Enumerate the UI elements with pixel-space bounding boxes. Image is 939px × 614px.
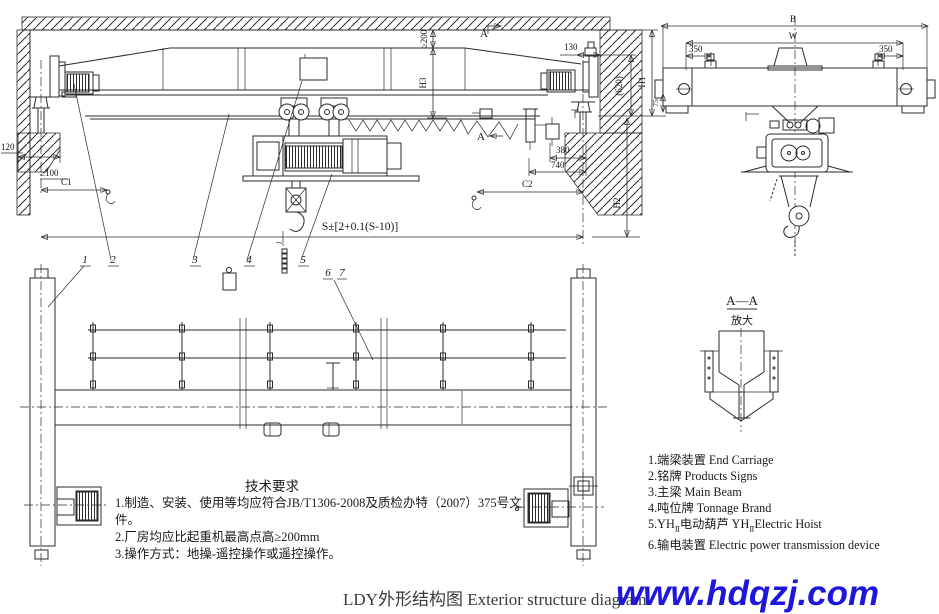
plan-railings xyxy=(88,322,566,390)
dim-ge200-label: ≥200 xyxy=(419,29,429,48)
plan-main-beam xyxy=(20,318,608,429)
pendant-chain-icon xyxy=(275,242,288,274)
parts-list-item-5-subscript-2: Ⅱ xyxy=(749,524,755,534)
end-view: B W 350 350 xyxy=(654,14,936,256)
item-number-6: 6 xyxy=(325,267,331,279)
parts-list-item-5: 5.YHⅡ电动葫芦 YHⅡElectric Hoist xyxy=(648,516,939,537)
festoon-cable xyxy=(348,108,579,150)
parts-list-item-5-subscript-1: Ⅱ xyxy=(674,524,680,534)
section-detail-subtitle: 放大 xyxy=(731,313,753,327)
dim-w-label: W xyxy=(789,31,798,41)
section-detail-title: A—A xyxy=(726,293,758,308)
tonnage-plate xyxy=(299,54,328,81)
hook-block xyxy=(285,181,307,232)
item-number-4: 4 xyxy=(246,254,252,266)
bridge-girder xyxy=(58,47,589,120)
building-structure xyxy=(16,16,643,216)
plan-right-end-carriage xyxy=(515,264,604,566)
nameplate-icon xyxy=(222,267,237,291)
dim-350-right-label: 350 xyxy=(879,44,893,54)
dim-c1-label: C1 xyxy=(61,177,72,187)
dim-620-label: (620) xyxy=(614,76,624,96)
parts-list-item-5-text: 5.YH xyxy=(648,517,675,531)
left-end-carriage-drive xyxy=(49,55,100,98)
item-number-3: 3 xyxy=(191,254,198,266)
item-number-5: 5 xyxy=(300,254,306,266)
right-end-carriage-drive xyxy=(540,41,599,98)
technical-requirements: 技术要求 1.制造、安装、使用等均应符合JB/T1306-2008及质检办特（2… xyxy=(115,478,543,563)
item-number-2: 2 xyxy=(110,254,116,266)
end-view-hoist xyxy=(741,105,853,256)
parts-list-item-4: 4.吨位牌 Tonnage Brand xyxy=(648,501,772,515)
parts-list-item-1: 1.端梁装置 End Carriage xyxy=(648,453,774,467)
item-number-1: 1 xyxy=(82,254,88,266)
section-detail-aa: A—A 放大 xyxy=(700,293,783,432)
dim-120-label: 120 xyxy=(1,142,15,152)
dim-130-label: 130 xyxy=(564,42,578,52)
parts-list-item-5-text-2: 电动葫芦 YH xyxy=(679,517,750,531)
leader-lines xyxy=(47,80,374,361)
electric-hoist-trolley xyxy=(242,97,420,182)
dim-740-label: 740 xyxy=(551,160,565,170)
dim-380-label: 380 xyxy=(556,145,570,155)
parts-list-item-2: 2.铭牌 Products Signs xyxy=(648,469,758,483)
front-view: 120 ≥100 C1 C2 S±[2+0.1(S-10)] ≥200 H3 A xyxy=(1,16,666,245)
conductor-holder-post xyxy=(326,362,340,390)
plan-view: 1 2 3 4 5 6 7 xyxy=(20,80,608,566)
diagram-canvas: 120 ≥100 C1 C2 S±[2+0.1(S-10)] ≥200 H3 A xyxy=(1,14,936,566)
parts-list-item-6: 6.输电装置 Electric power transmission devic… xyxy=(648,538,880,553)
plan-item-numbers: 1 2 3 4 5 6 7 xyxy=(80,254,347,280)
section-marker-bottom: A xyxy=(477,131,485,143)
end-carriage-beam xyxy=(654,47,936,114)
technical-requirement-3: 3.操作方式：地操-遥控操作或遥控操作。 xyxy=(115,547,342,561)
drawing-title: LDY外形结构图 Exterior structure diagram xyxy=(343,590,647,609)
item-number-7: 7 xyxy=(339,267,345,279)
technical-requirement-1: 1.制造、安装、使用等均应符合JB/T1306-2008及质检办特（2007）3… xyxy=(115,496,522,527)
dim-h3-label: H3 xyxy=(418,77,428,88)
dim-ge100-label: ≥100 xyxy=(40,168,59,178)
section-marker-top: A xyxy=(480,28,488,40)
dim-b-label: B xyxy=(790,14,796,24)
dim-75-label: 75 xyxy=(651,99,660,107)
dim-h2-label: H2 xyxy=(612,198,622,209)
technical-requirements-title: 技术要求 xyxy=(245,479,299,494)
railing-posts xyxy=(90,322,534,390)
parts-list-item-3: 3.主梁 Main Beam xyxy=(648,485,742,499)
end-view-dimensions: B W 350 350 xyxy=(661,14,928,70)
dim-span-label: S±[2+0.1(S-10)] xyxy=(322,221,398,233)
dim-350-left-label: 350 xyxy=(689,44,703,54)
festoon-trolleys-plan xyxy=(263,422,340,437)
dim-h1-label: H1 xyxy=(637,77,647,88)
website-url: www.hdqzj.com xyxy=(616,574,880,613)
parts-list-item-5-text-3: Electric Hoist xyxy=(754,517,822,531)
parts-list: 1.端梁装置 End Carriage 2.铭牌 Products Signs … xyxy=(648,452,939,553)
technical-requirement-2: 2.厂房均应比起重机最高点高≥200mm xyxy=(115,530,320,544)
plan-left-end-carriage xyxy=(24,264,106,566)
dim-c2-label: C2 xyxy=(522,179,533,189)
